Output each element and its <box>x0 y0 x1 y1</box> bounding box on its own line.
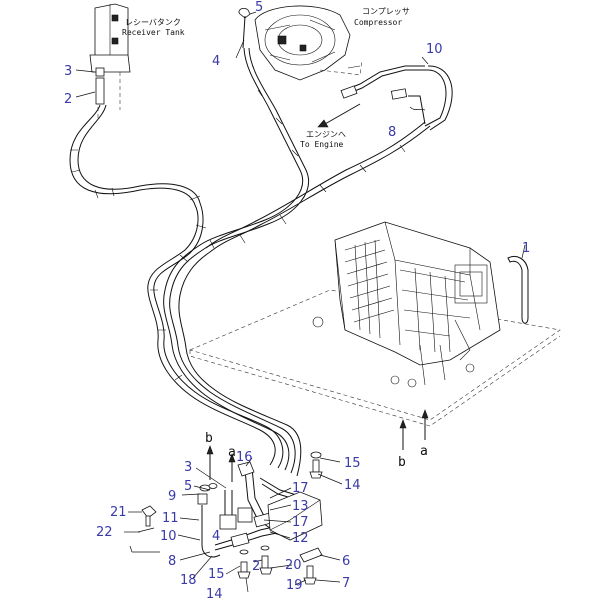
callout-5-top: 5 <box>255 0 263 15</box>
engine-discharge-pipe <box>317 56 453 131</box>
to-engine-label-en: To Engine <box>300 140 344 149</box>
callout-17-a: 17 <box>292 481 309 496</box>
receiver-tank-label: レシーバタンク Receiver Tank <box>122 18 185 37</box>
callout-10-bottom: 10 <box>160 529 177 544</box>
callout-2-bottom: 2 <box>252 559 260 574</box>
callout-13: 13 <box>292 499 309 514</box>
receiver-fitting-part-3-2 <box>75 67 105 105</box>
receiver-tank-label-en: Receiver Tank <box>122 28 185 37</box>
callout-15-bottom: 15 <box>208 567 225 582</box>
callout-10-top: 10 <box>426 42 443 57</box>
callout-14-bottom: 14 <box>206 587 223 600</box>
receiver-tank-label-jp: レシーバタンク <box>125 18 181 27</box>
callout-20: 20 <box>285 558 302 573</box>
callout-15-right: 15 <box>344 456 361 471</box>
to-engine-label-jp: エンジンへ <box>306 130 346 139</box>
refrigerant-hose-bundle <box>69 47 431 477</box>
compressor-hose-part-4-top <box>235 7 257 59</box>
arrow-b-label-right: b <box>398 455 406 470</box>
callout-8-top: 8 <box>388 125 396 140</box>
callout-5-bottom: 5 <box>184 479 192 494</box>
to-engine-label: エンジンへ To Engine <box>300 130 346 149</box>
callout-3-top: 3 <box>64 64 72 79</box>
callout-11: 11 <box>162 511 179 526</box>
arrow-a-label-right: a <box>420 444 428 459</box>
callout-22: 22 <box>96 525 113 540</box>
callout-4-bottom: 4 <box>212 529 220 544</box>
bottom-fitting-cluster <box>124 445 343 593</box>
callout-7: 7 <box>342 576 350 591</box>
callout-8-bottom: 8 <box>168 554 176 569</box>
callout-16: 16 <box>236 450 253 465</box>
compressor <box>254 5 363 81</box>
compressor-label-en: Compressor <box>354 18 402 27</box>
compressor-label-jp: コンプレッサ <box>362 7 410 16</box>
callout-2-top: 2 <box>64 92 72 107</box>
callout-21: 21 <box>110 505 127 520</box>
callout-12: 12 <box>292 531 309 546</box>
callout-3-bottom: 3 <box>184 460 192 475</box>
callout-18: 18 <box>180 573 197 588</box>
air-conditioner-unit <box>334 221 501 386</box>
callout-6: 6 <box>342 554 350 569</box>
drain-pipe-part-1 <box>507 244 529 324</box>
callout-19: 19 <box>286 578 303 593</box>
callout-9: 9 <box>168 489 176 504</box>
callout-17-b: 17 <box>292 515 309 530</box>
arrow-a-right <box>421 409 429 440</box>
callout-14-right: 14 <box>344 478 361 493</box>
floor-plate <box>189 289 561 427</box>
part-callouts: 1 2 3 4 5 8 10 3 16 5 9 4 21 11 22 10 8 … <box>64 0 530 600</box>
arrow-b-right <box>399 419 407 450</box>
callout-1: 1 <box>522 241 530 256</box>
arrow-b-label-left: b <box>205 431 213 446</box>
callout-4-top: 4 <box>212 54 220 69</box>
compressor-label: コンプレッサ Compressor <box>354 7 410 27</box>
arrow-a-label-left: a <box>228 445 236 460</box>
